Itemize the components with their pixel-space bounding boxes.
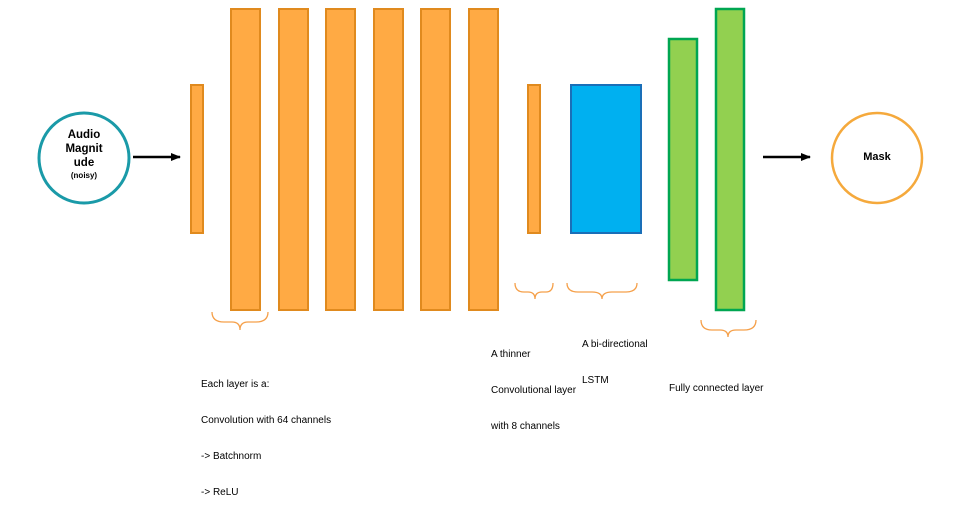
conv-layer bbox=[420, 8, 451, 311]
thin-conv-layer bbox=[527, 84, 541, 234]
conv-layer bbox=[468, 8, 499, 311]
lstm-block bbox=[570, 84, 642, 234]
conv-layer bbox=[278, 8, 309, 311]
annotation-line: Convolutional layer bbox=[491, 385, 577, 396]
network-diagram bbox=[37, 7, 924, 338]
annotation-line: Fully connected layer bbox=[669, 383, 764, 394]
thin-conv-annotation: A thinner Convolutional layer with 8 cha… bbox=[491, 325, 576, 445]
conv-layer bbox=[373, 8, 404, 311]
output-node-label: Mask bbox=[847, 151, 907, 163]
brace-thin-conv bbox=[514, 282, 554, 300]
input-label-qualifier: (noisy) bbox=[70, 171, 98, 180]
annotation-line: Each layer is a: bbox=[201, 379, 270, 390]
fc-layer bbox=[667, 37, 699, 282]
lstm-annotation: A bi-directional LSTM bbox=[582, 315, 648, 399]
annotation-line: A bi-directional bbox=[582, 339, 648, 350]
annotation-line: LSTM bbox=[582, 375, 609, 386]
annotation-line: -> ReLU bbox=[201, 487, 239, 498]
brace-lstm bbox=[566, 282, 638, 300]
input-label-line: Magnit bbox=[65, 143, 103, 155]
input-label-line: Audio bbox=[67, 129, 101, 141]
fc-annotation: Fully connected layer bbox=[669, 359, 764, 407]
annotation-line: Convolution with 64 channels bbox=[201, 415, 332, 426]
conv-layers-annotation: Each layer is a: Convolution with 64 cha… bbox=[201, 355, 331, 511]
conv-layer bbox=[230, 8, 261, 311]
annotation-line: with 8 channels bbox=[491, 421, 560, 432]
brace-conv bbox=[211, 311, 269, 331]
input-label-line: ude bbox=[73, 157, 95, 169]
input-node-label: Audio Magnit ude (noisy) bbox=[54, 128, 114, 182]
annotation-line: -> Batchnorm bbox=[201, 451, 262, 462]
fc-layer bbox=[714, 7, 746, 312]
output-node-circle bbox=[830, 111, 924, 205]
input-node-circle bbox=[37, 111, 131, 205]
annotation-line: A thinner bbox=[491, 349, 531, 360]
conv-layer bbox=[325, 8, 356, 311]
mask-label: Mask bbox=[863, 151, 891, 163]
first-thin-layer bbox=[190, 84, 204, 234]
brace-fc bbox=[700, 319, 757, 338]
